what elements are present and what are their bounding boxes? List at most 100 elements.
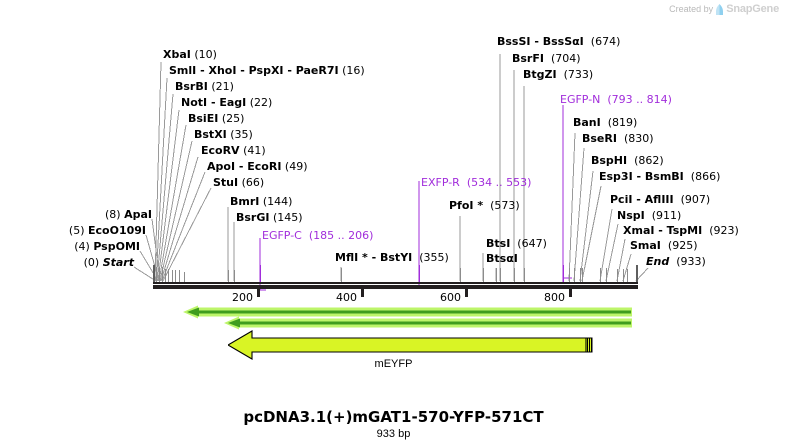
enzyme-name: EcoO109I xyxy=(88,224,146,237)
enzyme-position: (22) xyxy=(249,96,273,109)
marker-position: (0) xyxy=(83,256,100,269)
enzyme-label-btgzi[interactable]: BtgZI (733) xyxy=(523,69,593,80)
enzyme-name: PspOMI xyxy=(93,240,140,253)
enzyme-label-bmri[interactable]: BmrI (144) xyxy=(230,196,292,207)
feature-label-egfp-n[interactable]: EGFP-N (793 .. 814) xyxy=(560,94,672,105)
enzyme-position: (573) xyxy=(490,199,520,212)
enzyme-name: BsrFI xyxy=(512,52,544,65)
axis-tick-600 xyxy=(465,289,468,297)
marker-position: (933) xyxy=(676,255,706,268)
marker-label-start[interactable]: (0) Start xyxy=(0,257,134,268)
enzyme-label-smli[interactable]: SmlI - XhoI - PspXI - PaeR7I (16) xyxy=(169,65,365,76)
enzyme-position: (35) xyxy=(230,128,253,141)
watermark-brand: SnapGene xyxy=(726,3,779,15)
orf-arrow-2[interactable] xyxy=(224,316,632,330)
marker-name: Start xyxy=(102,256,134,269)
enzyme-label-mfli-bstyi[interactable]: MflI * - BstYI (355) xyxy=(335,252,449,263)
enzyme-position: (819) xyxy=(607,116,638,129)
enzyme-name: BsrBI xyxy=(175,80,208,93)
enzyme-name: NotI - EagI xyxy=(181,96,247,109)
enzyme-name: PfoI * xyxy=(449,199,484,212)
enzyme-label-btsi[interactable]: BtsI (647) xyxy=(486,238,547,249)
enzyme-name: XbaI xyxy=(163,48,191,61)
enzyme-name: BtsαI xyxy=(486,252,518,265)
plasmid-backbone[interactable] xyxy=(153,285,638,289)
enzyme-name: MflI * - BstYI xyxy=(335,251,413,264)
enzyme-position: (925) xyxy=(667,239,698,252)
enzyme-position: (5) xyxy=(68,224,85,237)
enzyme-label-pfoi[interactable]: PfoI * (573) xyxy=(449,200,520,211)
enzyme-position: (145) xyxy=(272,211,303,224)
enzyme-position: (862) xyxy=(634,154,664,167)
enzyme-label-bsssi[interactable]: BssSI - BssSαI (674) xyxy=(497,36,620,47)
enzyme-name: SmaI xyxy=(630,239,661,252)
enzyme-position: (25) xyxy=(221,112,245,125)
feature-label-exfp-r[interactable]: EXFP-R (534 .. 553) xyxy=(421,177,531,188)
enzyme-label-bstxi[interactable]: BstXI (35) xyxy=(194,129,253,140)
enzyme-name: NspI xyxy=(617,209,645,222)
enzyme-position: (674) xyxy=(590,35,621,48)
feature-range: (534 .. 553) xyxy=(466,176,532,189)
enzyme-label-apoi[interactable]: ApoI - EcoRI (49) xyxy=(207,161,308,172)
enzyme-name: BssSI - BssSαI xyxy=(497,35,584,48)
plasmid-backbone-top[interactable] xyxy=(153,282,638,284)
enzyme-label-pcii[interactable]: PciI - AflIII (907) xyxy=(610,194,710,205)
watermark-prefix: Created by xyxy=(669,4,714,14)
enzyme-name: BanI xyxy=(573,116,601,129)
feature-name: EXFP-R xyxy=(421,176,460,189)
enzyme-label-pspomi[interactable]: (4) PspOMI xyxy=(0,241,140,252)
enzyme-position: (16) xyxy=(342,64,365,77)
enzyme-label-btsai[interactable]: BtsαI xyxy=(486,253,518,264)
enzyme-label-bani[interactable]: BanI (819) xyxy=(573,117,637,128)
axis-label-800: 800 xyxy=(544,291,565,304)
enzyme-position: (733) xyxy=(563,68,594,81)
enzyme-position: (830) xyxy=(623,132,654,145)
page-title: pcDNA3.1(+)mGAT1-570-YFP-571CT xyxy=(243,408,544,426)
axis-label-200: 200 xyxy=(232,291,253,304)
enzyme-label-esp3i[interactable]: Esp3I - BsmBI (866) xyxy=(599,171,720,182)
enzyme-label-smai[interactable]: SmaI (925) xyxy=(630,240,698,251)
feature-arrow-meyfp[interactable] xyxy=(228,329,594,361)
enzyme-label-stui[interactable]: StuI (66) xyxy=(213,177,264,188)
enzyme-name: SmlI - XhoI - PspXI - PaeR7I xyxy=(169,64,339,77)
orf-arrow-1[interactable] xyxy=(183,305,632,319)
enzyme-label-bsiei[interactable]: BsiEI (25) xyxy=(188,113,244,124)
enzyme-label-noti[interactable]: NotI - EagI (22) xyxy=(181,97,272,108)
enzyme-label-bsrbi[interactable]: BsrBI (21) xyxy=(175,81,234,92)
enzyme-name: BsiEI xyxy=(188,112,219,125)
enzyme-position: (704) xyxy=(550,52,581,65)
enzyme-name: XmaI - TspMI xyxy=(623,224,703,237)
enzyme-label-apai[interactable]: (8) ApaI xyxy=(0,209,152,220)
enzyme-position: (8) xyxy=(105,208,121,221)
feature-name: EGFP-N xyxy=(560,93,601,106)
axis-tick-400 xyxy=(361,289,364,297)
enzyme-label-ecoo109i[interactable]: (5) EcoO109I xyxy=(0,225,146,236)
enzyme-label-xmai[interactable]: XmaI - TspMI (923) xyxy=(623,225,739,236)
enzyme-position: (4) xyxy=(74,240,90,253)
snapgene-leaf-icon xyxy=(716,3,724,15)
enzyme-label-bsphi[interactable]: BspHI (862) xyxy=(591,155,664,166)
feature-arrow-end-hatch xyxy=(585,337,593,353)
feature-label-egfp-c[interactable]: EGFP-C (185 .. 206) xyxy=(262,230,373,241)
enzyme-label-xbai[interactable]: XbaI (10) xyxy=(163,49,217,60)
enzyme-name: BtsI xyxy=(486,237,511,250)
enzyme-position: (66) xyxy=(241,176,265,189)
enzyme-label-bseri[interactable]: BseRI (830) xyxy=(582,133,654,144)
enzyme-position: (144) xyxy=(262,195,293,208)
enzyme-position: (21) xyxy=(211,80,234,93)
enzyme-position: (923) xyxy=(709,224,739,237)
enzyme-name: Esp3I - BsmBI xyxy=(599,170,684,183)
snapgene-watermark: Created by SnapGene xyxy=(669,3,779,15)
enzyme-label-nspi[interactable]: NspI (911) xyxy=(617,210,681,221)
enzyme-label-bsrgi[interactable]: BsrGI (145) xyxy=(236,212,303,223)
enzyme-label-bsrfi[interactable]: BsrFI (704) xyxy=(512,53,581,64)
axis-label-400: 400 xyxy=(336,291,357,304)
axis-tick-200 xyxy=(257,289,260,297)
axis-label-600: 600 xyxy=(440,291,461,304)
marker-label-end[interactable]: End (933) xyxy=(646,256,706,267)
enzyme-label-ecorv[interactable]: EcoRV (41) xyxy=(201,145,266,156)
enzyme-position: (355) xyxy=(419,251,449,264)
plasmid-size-label: 933 bp xyxy=(376,428,411,440)
feature-range: (185 .. 206) xyxy=(308,229,374,242)
